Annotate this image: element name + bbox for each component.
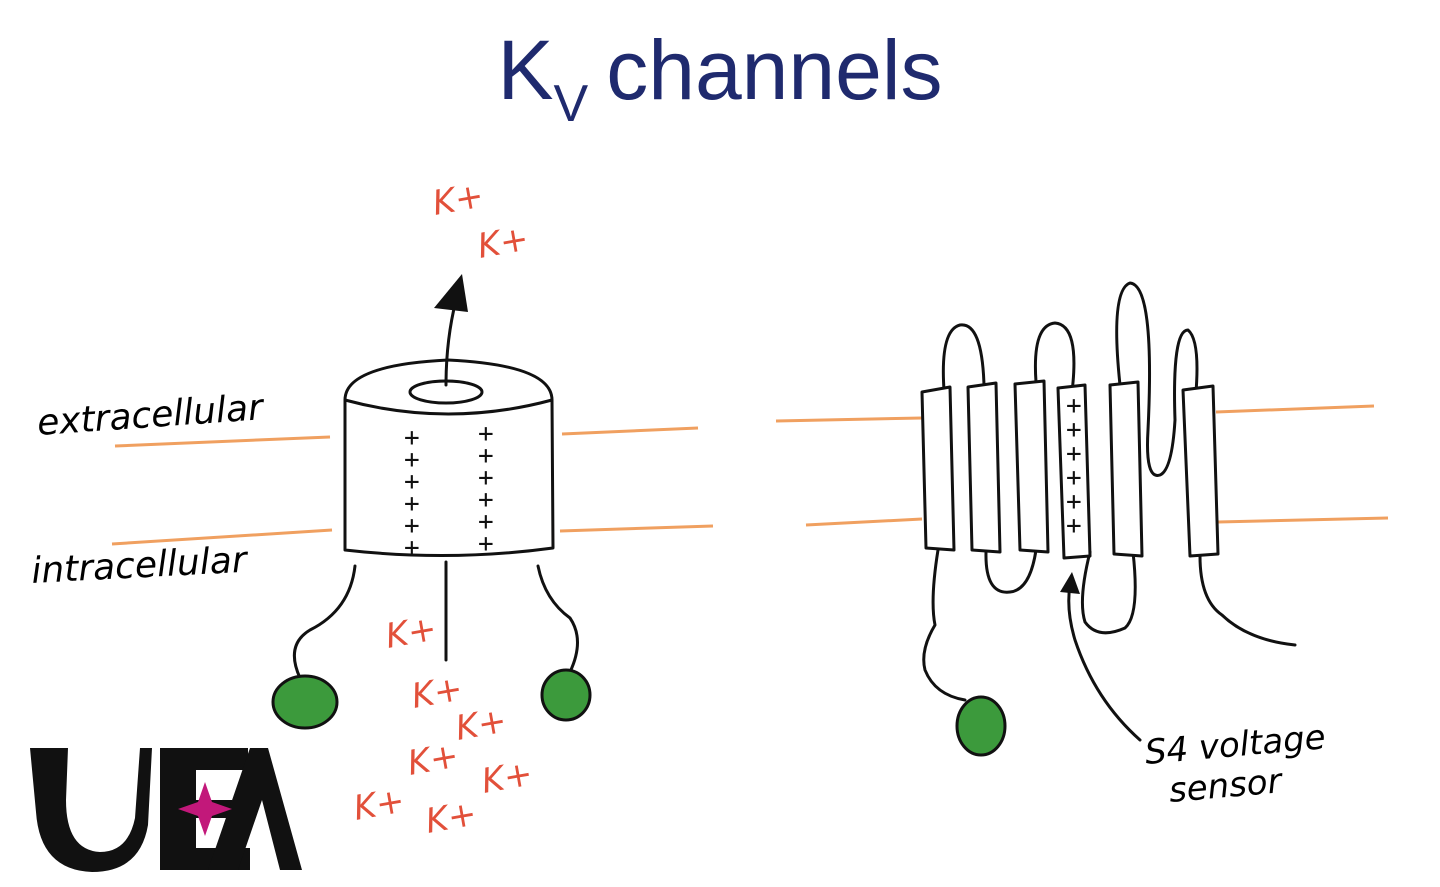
potassium-ion-label: K+ <box>405 736 462 784</box>
title-subscript: V <box>553 75 589 133</box>
membrane-outer-left <box>114 435 331 448</box>
label-extracellular: extracellular <box>36 387 267 444</box>
tm-segment-s2 <box>966 381 1002 554</box>
positive-charge: + <box>478 419 494 449</box>
title-main: K <box>497 23 554 117</box>
logo-letter-u <box>30 748 152 872</box>
logo-letter-a <box>208 748 302 870</box>
subunit-topology-drawing: ++++++ S4 voltage sensor <box>775 281 1389 811</box>
positive-charge: + <box>404 511 420 541</box>
positive-charge: + <box>1066 391 1082 421</box>
positive-charge: + <box>404 489 420 519</box>
potassium-ion-label: K+ <box>423 794 480 842</box>
potassium-ion-label: K+ <box>479 754 536 802</box>
s4-charges-topology: ++++++ <box>1066 391 1082 541</box>
positive-charge: + <box>478 441 494 471</box>
potassium-ion-label: K+ <box>409 669 466 717</box>
membrane-outer-topology-right <box>1215 404 1375 414</box>
s4-charges-pore: ++++++++++++ <box>404 419 494 563</box>
channel-pore-drawing: ++++++++++++ extracellular intracellular <box>30 274 714 730</box>
positive-charge: + <box>404 533 420 563</box>
positive-charge: + <box>404 423 420 453</box>
membrane-inner-topology-left <box>805 517 923 527</box>
positive-charge: + <box>478 507 494 537</box>
inactivation-ball-right <box>540 668 592 722</box>
potassium-ion-label: K+ <box>351 781 408 829</box>
positive-charge: + <box>478 485 494 515</box>
positive-charge: + <box>478 529 494 559</box>
positive-charge: + <box>478 463 494 493</box>
membrane-inner-left <box>111 528 333 546</box>
channel-cylinder <box>343 358 555 558</box>
sensor-pointer-arrow-head <box>1060 572 1080 594</box>
membrane-inner-right <box>559 524 714 533</box>
title-rest: channels <box>606 23 943 117</box>
inactivation-ball-left <box>271 674 339 730</box>
potassium-ion-label: K+ <box>430 176 487 224</box>
membrane-outer-topology-left <box>775 416 923 423</box>
label-sensor: sensor <box>1167 761 1285 811</box>
membrane-inner-topology-right <box>1217 516 1389 524</box>
tm-segment-s4 <box>1056 383 1092 560</box>
uea-logo <box>30 748 302 872</box>
positive-charge: + <box>1066 487 1082 517</box>
positive-charge: + <box>1066 463 1082 493</box>
inactivation-ball-topology <box>955 695 1007 757</box>
potassium-ion-label: K+ <box>453 701 510 749</box>
positive-charge: + <box>1066 415 1082 445</box>
positive-charge: + <box>404 467 420 497</box>
membrane-outer-right <box>561 426 699 436</box>
potassium-ion-label: K+ <box>383 609 440 657</box>
label-intracellular: intracellular <box>30 540 249 592</box>
positive-charge: + <box>1066 511 1082 541</box>
tm-segment-s6 <box>1181 384 1220 558</box>
tm-segment-s3 <box>1013 379 1050 554</box>
positive-charge: + <box>404 445 420 475</box>
logo-star <box>178 782 232 836</box>
positive-charge: + <box>1066 439 1082 469</box>
efflux-arrow-head <box>434 274 468 312</box>
tm-segment-s5 <box>1108 380 1144 558</box>
potassium-ion-label: K+ <box>475 219 532 267</box>
tm-segment-s1 <box>920 385 956 552</box>
potassium-ions: K+K+K+K+K+K+K+K+K+ <box>351 176 536 842</box>
